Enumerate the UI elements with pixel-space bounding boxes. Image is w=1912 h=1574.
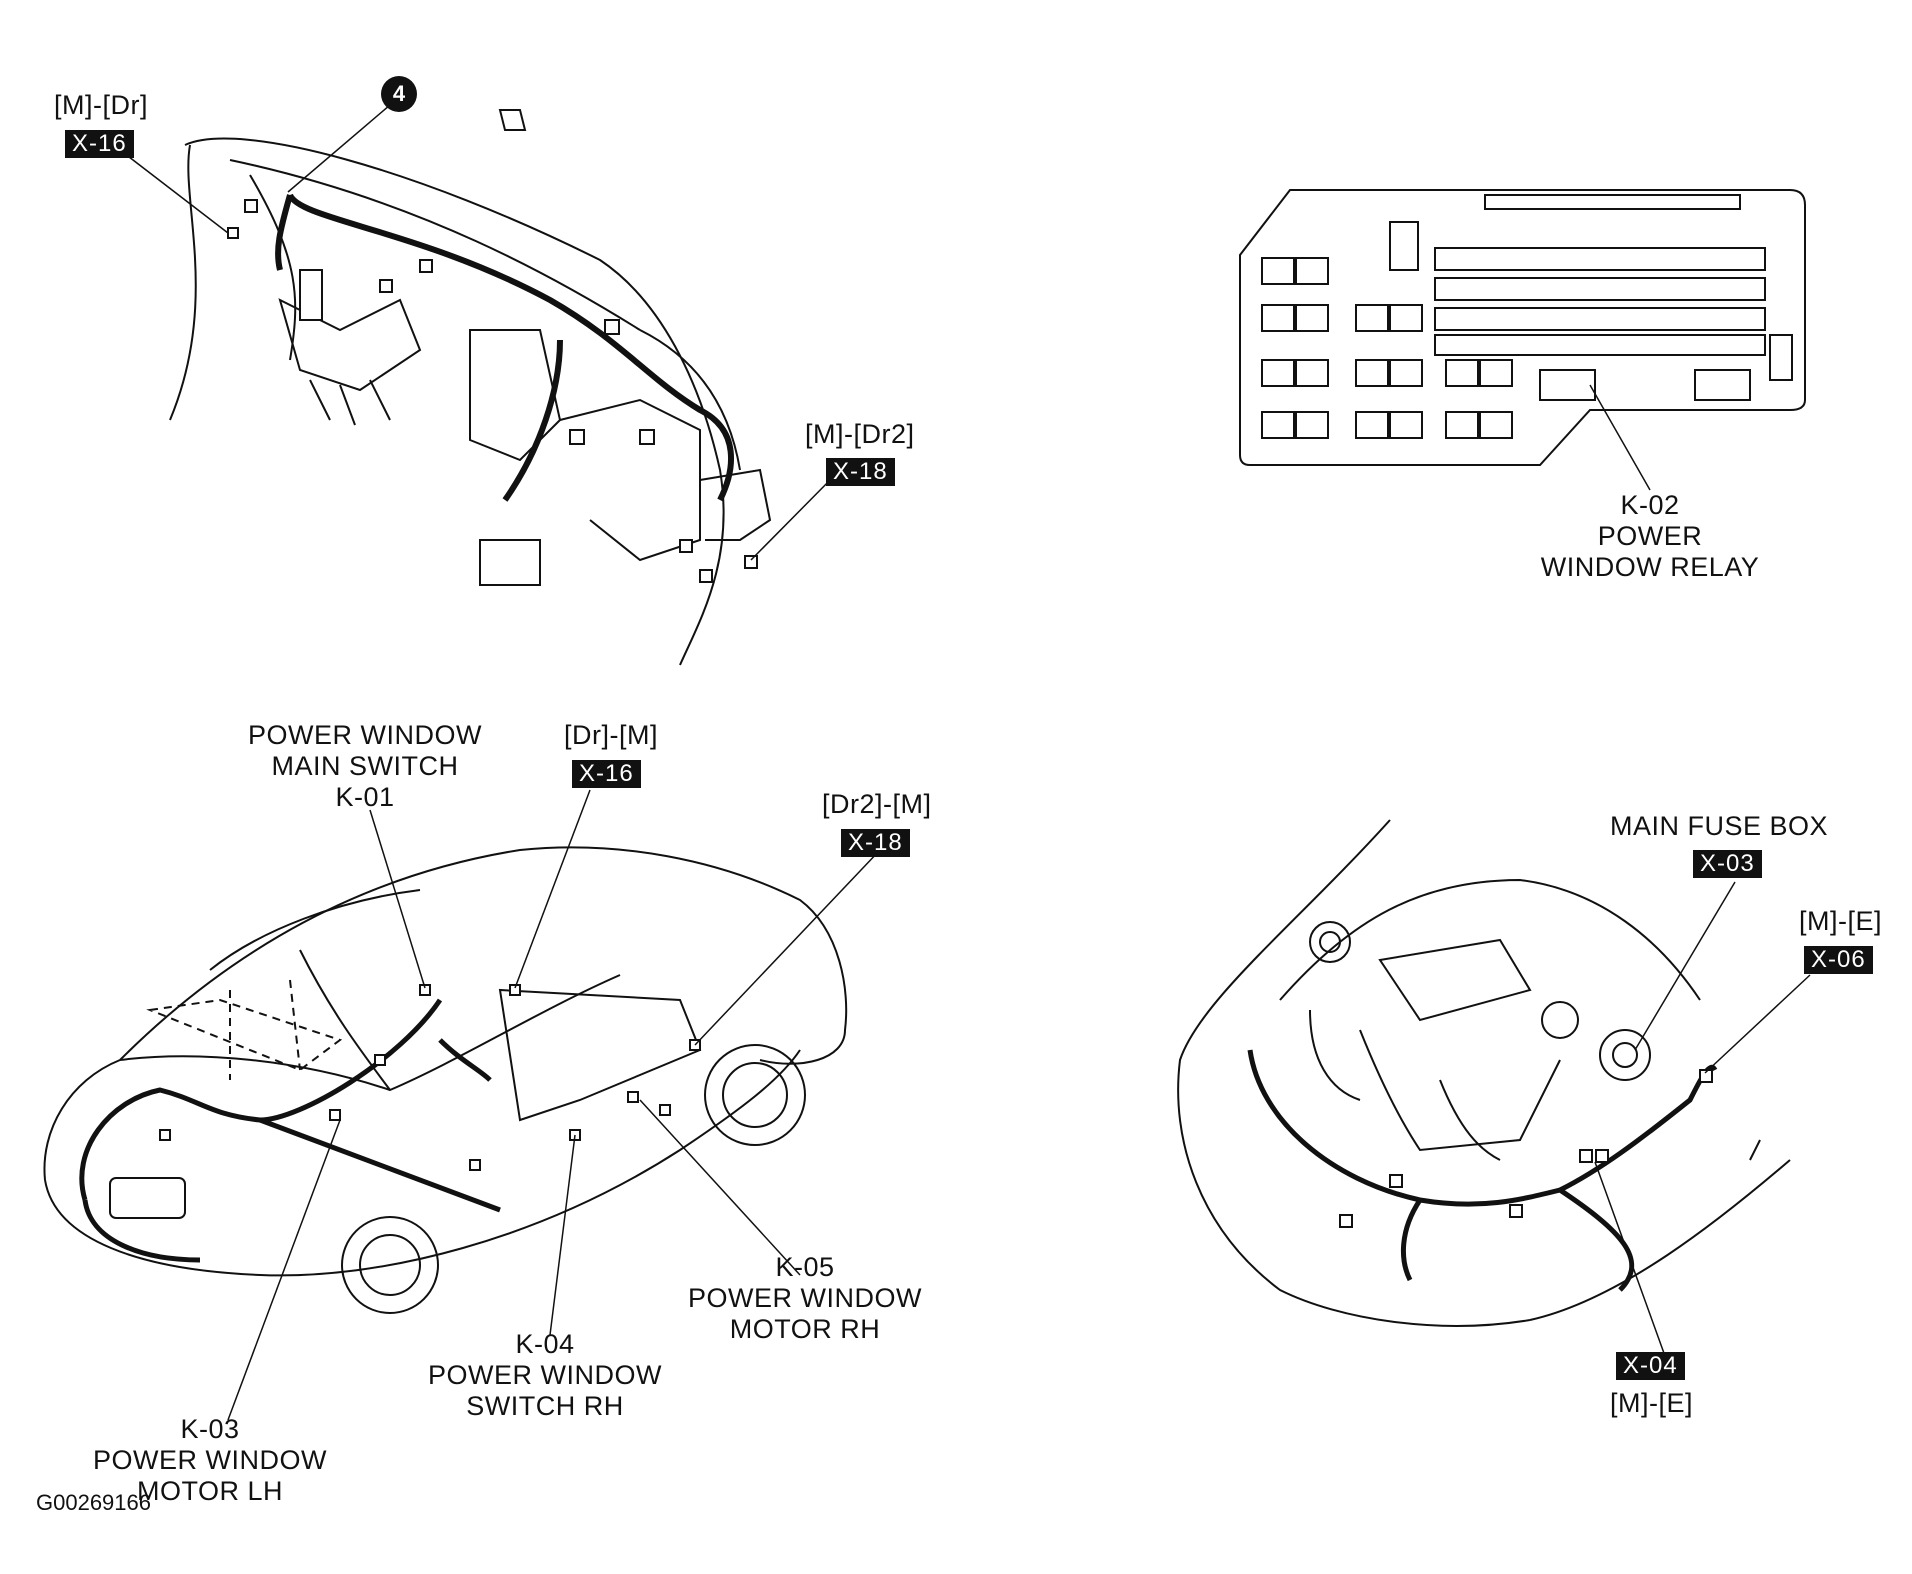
motor-lh-code: K-03 [180, 1414, 240, 1444]
car-connector-dr2-m-pair: [Dr2]-[M] [822, 789, 932, 819]
switch-rh-code: K-04 [515, 1329, 575, 1359]
main-switch-name-line2: MAIN SWITCH [271, 751, 459, 781]
dashboard-leader-lines [119, 104, 839, 561]
relay-leader-line [1589, 384, 1651, 491]
main-switch-name-line1: POWER WINDOW [248, 720, 482, 750]
car-body-drawing [43, 846, 848, 1314]
engine-bay-drawing [1177, 819, 1791, 1327]
engine-connector-top-code: X-06 [1804, 946, 1873, 974]
relay-name-line1: POWER [1597, 521, 1703, 551]
engine-connector-bottom-code: X-04 [1616, 1352, 1685, 1380]
fuse-rows [1434, 247, 1793, 401]
relay-name-line2: WINDOW RELAY [1540, 552, 1760, 582]
switch-rh-name-line2: SWITCH RH [466, 1391, 624, 1421]
dash-connector-right-code: X-18 [826, 458, 895, 486]
motor-rh-name-line1: POWER WINDOW [688, 1283, 922, 1313]
callout-number-badge: 4 [381, 76, 417, 112]
dash-connector-left-code: X-16 [65, 130, 134, 158]
engine-connector-top-pair: [M]-[E] [1799, 906, 1882, 936]
relay-grid [1261, 257, 1513, 439]
motor-lh-name-line1: POWER WINDOW [93, 1445, 327, 1475]
motor-rh-code: K-05 [775, 1252, 835, 1282]
car-leader-lines [227, 789, 881, 1421]
main-fuse-box-code: X-03 [1693, 850, 1762, 878]
engine-harness-main-wire [1247, 1049, 1718, 1292]
engine-connector-bottom-pair: [M]-[E] [1610, 1388, 1693, 1418]
motor-lh-name-line2: MOTOR LH [136, 1476, 283, 1506]
figure-id: G00269166 [36, 1490, 151, 1515]
main-switch-code: K-01 [335, 782, 395, 812]
switch-rh-name-line1: POWER WINDOW [428, 1360, 662, 1390]
dashboard-harness-main-wire [275, 193, 734, 502]
dashboard-connectors [227, 199, 758, 583]
car-connector-dr-m-code: X-16 [572, 760, 641, 788]
relay-box-drawing [1239, 189, 1806, 466]
dash-connector-left-pair: [M]-[Dr] [54, 90, 148, 120]
engine-leader-lines [1594, 881, 1811, 1357]
engine-connectors [1339, 1069, 1713, 1228]
car-connector-dr2-m-code: X-18 [841, 829, 910, 857]
dash-connector-right-pair: [M]-[Dr2] [805, 419, 915, 449]
car-connector-dr-m-pair: [Dr]-[M] [564, 720, 658, 750]
relay-code: K-02 [1620, 490, 1680, 520]
dashboard-harness-drawing [169, 109, 772, 666]
main-fuse-box-name: MAIN FUSE BOX [1610, 811, 1829, 841]
car-harness-main-wire [79, 998, 501, 1263]
motor-rh-name-line2: MOTOR RH [729, 1314, 881, 1344]
